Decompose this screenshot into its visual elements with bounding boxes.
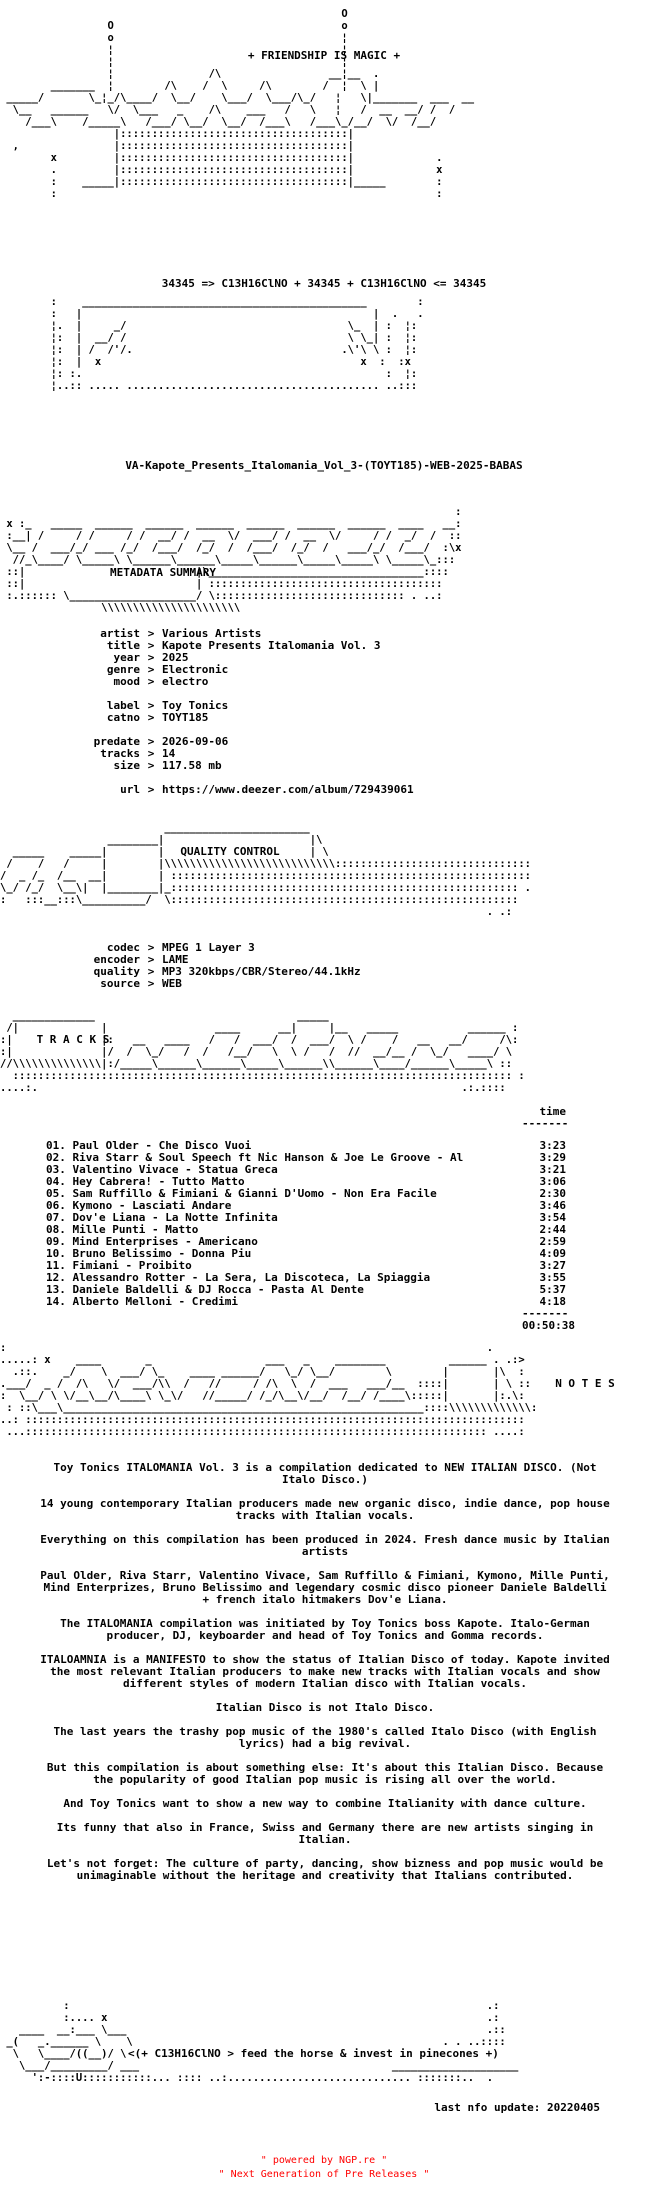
meta-key: predate [93, 735, 140, 748]
formula-line: 34345 => C13H16ClNO + 34345 + C13H16ClNO… [161, 277, 487, 290]
meta-key: tracks [100, 747, 140, 760]
notes-paragraph: 14 young contemporary Italian producers … [40, 1497, 610, 1522]
meta-value-label: Toy Tonics [162, 699, 229, 712]
meta-key: artist [100, 627, 140, 640]
meta-key: label [106, 699, 140, 712]
notes-paragraph: Everything on this compilation has been … [40, 1533, 610, 1558]
rule-line: ------- [522, 1307, 569, 1320]
header-ascii-art-bottom: : ______________________________________… [50, 296, 424, 392]
quality-value-codec: MPEG 1 Layer 3 [162, 941, 255, 954]
meta-value-catno: TOYT185 [162, 711, 209, 724]
tagline: + FRIENDSHIP IS MAGIC + [247, 49, 401, 62]
metadata-ascii-header: : x :_ _____ ______ ______ ______ ______… [6, 506, 462, 614]
notes-paragraph: The ITALOMANIA compilation was initiated… [60, 1617, 590, 1642]
tracklist: time ------- 01. Paul Older - Che Disco … [46, 1105, 575, 1332]
notes-paragraph: Let's not forget: The culture of party, … [46, 1857, 604, 1882]
quality-key: codec [106, 941, 140, 954]
footer-slogan: <(+ C13H16ClNO > feed the horse & invest… [128, 2047, 499, 2060]
meta-value-title: Kapote Presents Italomania Vol. 3 [162, 639, 381, 652]
notes-paragraph: Toy Tonics ITALOMANIA Vol. 3 is a compil… [53, 1461, 597, 1486]
meta-value-url[interactable]: https://www.deezer.com/album/729439061 [162, 783, 414, 796]
meta-key: title [106, 639, 140, 652]
table-row: 12. Alessandro Rotter - La Sera, La Disc… [46, 1271, 566, 1284]
notes-paragraph: But this compilation is about something … [46, 1761, 604, 1786]
quality-section-title: QUALITY CONTROL [180, 845, 280, 858]
quality-value-source: WEB [162, 977, 182, 990]
rule-line: ------- [522, 1117, 569, 1130]
quality-key: quality [93, 965, 140, 978]
notes-paragraph: The last years the trashy pop music of t… [53, 1725, 597, 1750]
metadata-section-title: METADATA SUMMARY [110, 566, 216, 579]
meta-value-artist: Various Artists [162, 627, 262, 640]
notes-paragraph: ITALOAMNIA is a MANIFESTO to show the st… [40, 1653, 610, 1690]
meta-value-size: 117.58 mb [162, 759, 222, 772]
table-row: 02. Riva Starr & Soul Speech ft Nic Hans… [46, 1151, 566, 1164]
notes-section-title: N O T E S [555, 1377, 615, 1390]
ngp-tagline: " Next Generation of Pre Releases " [218, 2169, 430, 2180]
notes-ascii-header: : . .....: x ____ _ ___ _ ________ _____… [0, 1342, 538, 1438]
powered-by-link[interactable]: " powered by NGP.re " [260, 2155, 388, 2166]
quality-list: codec>MPEG 1 Layer 3 encoder>LAME qualit… [62, 942, 361, 990]
meta-key: mood [113, 675, 141, 688]
table-row: 05. Sam Ruffillo & Fimiani & Gianni D'Uo… [46, 1187, 566, 1200]
meta-key: catno [106, 711, 140, 724]
notes-paragraph: Its funny that also in France, Swiss and… [56, 1821, 594, 1846]
meta-value-tracks: 14 [162, 747, 176, 760]
metadata-list: artist>Various Artists title>Kapote Pres… [62, 628, 414, 796]
meta-key: url [120, 783, 140, 796]
quality-ascii-header: _______________________ ________| |\ ___… [0, 822, 532, 918]
meta-value-year: 2025 [162, 651, 189, 664]
footer-ascii-art-bottom: \___/_________/ ___ ____________________… [18, 2060, 519, 2084]
quality-value-encoder: LAME [162, 953, 189, 966]
total-time: 00:50:38 [522, 1319, 575, 1332]
meta-value-mood: electro [162, 675, 209, 688]
notes-paragraph: Italian Disco is not Italo Disco. [215, 1701, 435, 1714]
time-column-header: time [539, 1105, 567, 1118]
meta-key: year [113, 651, 141, 664]
tracks-ascii-header: _____________ _____ /| | ____ __| |__ __… [0, 1010, 525, 1094]
header-ascii-art: O O o o ¦ ¦ ¦ ¦ [6, 8, 475, 200]
meta-value-genre: Electronic [162, 663, 229, 676]
quality-value-quality: MP3 320kbps/CBR/Stereo/44.1kHz [162, 965, 361, 978]
tracks-section-title: T R A C K S [36, 1033, 110, 1046]
meta-key: size [113, 759, 141, 772]
quality-key: encoder [93, 953, 140, 966]
footer-ascii-art: : .: :.... x .: ____ __:___ \___ [6, 2000, 506, 2060]
last-update: last nfo update: 20220405 [434, 2101, 600, 2114]
notes-body: Toy Tonics ITALOMANIA Vol. 3 is a compil… [40, 1462, 610, 1894]
meta-value-predate: 2026-09-06 [162, 735, 229, 748]
quality-key: source [100, 977, 140, 990]
notes-paragraph: Paul Older, Riva Starr, Valentino Vivace… [40, 1569, 610, 1606]
table-row: 13. Daniele Baldelli & DJ Rocca - Pasta … [46, 1283, 566, 1296]
notes-paragraph: And Toy Tonics want to show a new way to… [63, 1797, 587, 1810]
release-name: VA-Kapote_Presents_Italomania_Vol_3-(TOY… [125, 459, 523, 472]
meta-key: genre [106, 663, 140, 676]
